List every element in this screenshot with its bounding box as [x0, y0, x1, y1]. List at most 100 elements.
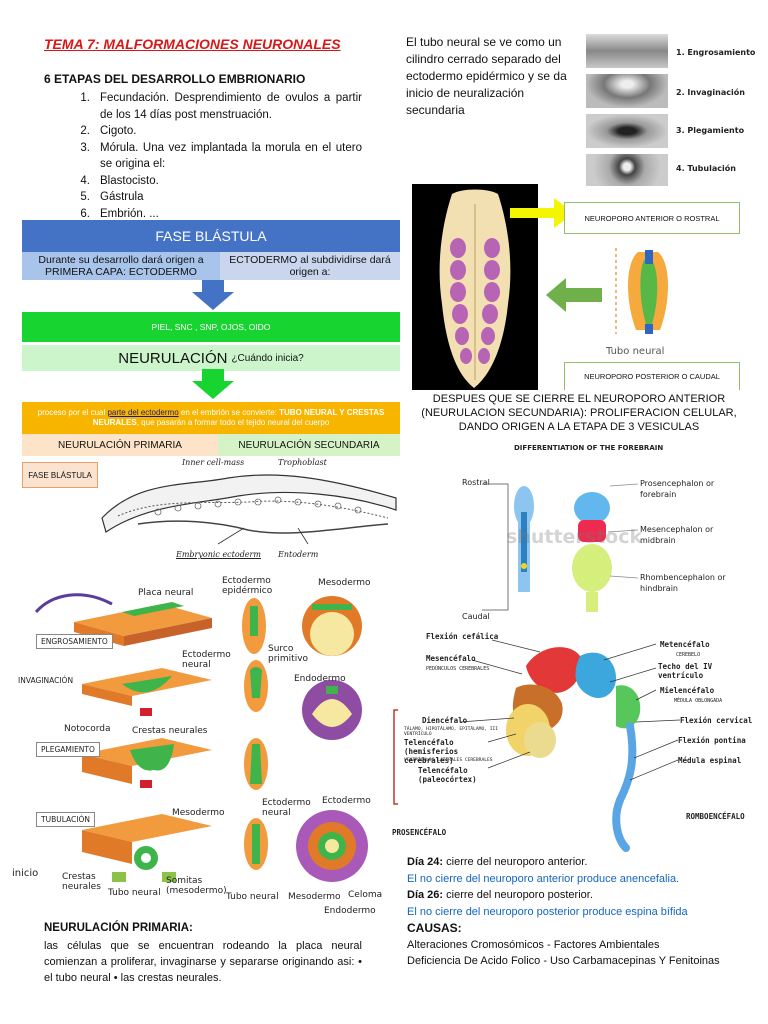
notocorda-label: Notocorda	[64, 724, 111, 734]
step-label: 1. Engrosamiento	[676, 48, 756, 57]
caudal-label: Caudal	[462, 612, 490, 621]
brain-figure: Flexión cefálica Mesencéfalo PEDÚNCULOS …	[390, 630, 754, 852]
neural-tube-drawing	[615, 248, 668, 334]
green-bar: PIEL, SNC , SNP, OJOS, OIDO	[22, 312, 400, 342]
diencefalo-label: Diencéfalo	[422, 716, 468, 725]
tubo-neural-label: Tubo neural	[108, 888, 161, 898]
romboencefalo-label: ROMBOENCÉFALO	[686, 812, 745, 821]
ectodermo-neural-label: Ectodermo neural	[262, 798, 311, 818]
blastula-tag: FASE BLÁSTULA	[22, 462, 98, 488]
vesicles-heading: DESPUES QUE SE CIERRE EL NEUROPORO ANTER…	[421, 393, 737, 433]
green-arrow-icon	[546, 278, 602, 312]
rostral-label: Rostral	[462, 478, 490, 487]
micrograph-4	[586, 154, 668, 186]
forebrain-figure: DIFFERENTIATION OF THE FOREBRAIN Rostral…	[412, 442, 746, 630]
day-24-line: Día 24: cierre del neuroporo anterior.	[407, 856, 588, 868]
step-label: 2. Invaginación	[676, 88, 745, 97]
telencefalo-sub-label: VENTRÍCULOS LATERALES CEREBRALES	[404, 758, 493, 763]
surco-primitivo-label: Surco primitivo	[268, 644, 309, 664]
prosencefalo-label: PROSENCÉFALO	[392, 828, 447, 837]
list-item: 5.Gástrula	[80, 191, 144, 203]
days-section: Día 24: cierre del neuroporo anterior. E…	[407, 854, 737, 970]
invaginacion-tag: INVAGINACIÓN	[16, 674, 76, 687]
inicio-label: inicio	[12, 868, 39, 879]
day-26-note: El no cierre del neuroporo posterior pro…	[407, 905, 688, 918]
micrograph-1	[586, 34, 668, 68]
neurulation-figure: Placa neural Ectodermo epidérmico Mesode…	[12, 574, 394, 920]
blastula-figure: FASE BLÁSTULA Inner cell-mass Trophoblas…	[22, 458, 400, 564]
blastula-left-box: Durante su desarrollo dará origen a PRIM…	[22, 252, 220, 280]
process-bar: proceso por el cual parte del ectodermo …	[22, 402, 400, 434]
plegamiento-tag: PLEGAMIENTO	[36, 742, 100, 757]
telencefalo-label: Telencéfalo (hemisferios cerebrales)	[404, 738, 459, 765]
celoma-label: Celoma	[348, 890, 383, 900]
blastula-right-box: ECTODERMO al subdividirse dará origen a:	[220, 252, 400, 280]
techo-iv-label: Techo del IV ventrículo	[658, 662, 713, 680]
mielencefalo-sub-label: MÉDULA OBLONGADA	[674, 698, 723, 704]
primaria-box: NEURULACIÓN PRIMARIA	[22, 434, 218, 456]
diencefalo-sub-label: TÁLAMO, HIPOTÁLAMO, EPITÁLAMO, III VENTR…	[404, 727, 499, 737]
down-arrow-icon	[192, 369, 234, 399]
mesencephalon-label: Mesencephalon or midbrain	[640, 525, 714, 545]
flexion-pontina-label: Flexión pontina	[678, 736, 746, 745]
micrograph-2	[586, 74, 668, 108]
endodermo-label: Endodermo	[324, 906, 376, 916]
list-item: 6.Embrión. ...	[80, 207, 159, 220]
ectodermo-epidermico-label: Ectodermo epidérmico	[222, 576, 273, 596]
rhombencephalon-label: Rhombencephalon or hindbrain	[640, 573, 726, 593]
blastula-title-bar: FASE BLÁSTULA	[22, 220, 400, 252]
embryonic-ectoderm-label: Embryonic ectoderm	[176, 550, 261, 559]
metencefalo-label: Metencéfalo	[660, 640, 710, 649]
embryo-drawing	[439, 189, 511, 388]
intro-paragraph: El tubo neural se ve como un cilindro ce…	[406, 35, 567, 117]
somitas-label: Somitas (mesodermo)	[166, 876, 227, 896]
crestas-neurales-label: Crestas neurales	[132, 726, 208, 736]
forebrain-title: DIFFERENTIATION OF THE FOREBRAIN	[514, 444, 664, 452]
posterior-box: NEUROPORO POSTERIOR O CAUDAL	[564, 362, 740, 390]
entoderm-label: Entoderm	[278, 550, 319, 559]
mesodermo-label: Mesodermo	[288, 892, 341, 902]
yellow-arrow-icon	[510, 198, 574, 228]
engrosamiento-tag: ENGROSAMIENTO	[36, 634, 113, 649]
flexion-cefalica-label: Flexión cefálica	[426, 632, 499, 641]
down-arrow-icon	[192, 280, 234, 310]
tubo-neural-label: Tubo neural	[226, 892, 279, 902]
embryo-photo	[412, 184, 538, 390]
neural-tube-figure: NEUROPORO ANTERIOR O ROSTRAL Tubo neural…	[412, 184, 742, 390]
metencefalo-sub-label: CEREBELO	[676, 652, 701, 658]
forebrain-drawing	[482, 483, 639, 612]
causes-heading: CAUSAS:	[407, 921, 462, 935]
mesencefalo-label: Mesencéfalo	[426, 654, 476, 663]
list-item: 4.Blastocisto.	[80, 174, 159, 187]
list-item: 2.Cigoto.	[80, 125, 137, 137]
tubo-neural-label: Tubo neural	[606, 346, 665, 357]
page-title: TEMA 7: MALFORMACIONES NEURONALES	[44, 36, 341, 52]
anterior-box: NEUROPORO ANTERIOR O ROSTRAL	[564, 202, 740, 234]
stages-heading: 6 ETAPAS DEL DESARROLLO EMBRIONARIO	[44, 72, 306, 86]
tubulacion-tag: TUBULACIÓN	[36, 812, 96, 827]
causes-line: Deficiencia De Acido Folico - Uso Carbam…	[407, 955, 720, 967]
step-label: 3. Plegamiento	[676, 126, 745, 135]
trophoblast-label: Trophoblast	[278, 458, 327, 467]
micrograph-3	[586, 114, 668, 148]
step-label: 4. Tubulación	[676, 164, 736, 173]
stages-list: 1.Fecundación. Desprendimiento de ovulos…	[44, 90, 362, 222]
mielencefalo-label: Mielencéfalo	[660, 686, 715, 695]
neurulacion-bar: NEURULACIÓN ¿Cuándo inicia?	[22, 345, 400, 371]
secundaria-box: NEURULACIÓN SECUNDARIA	[218, 434, 400, 456]
medula-espinal-label: Médula espinal	[678, 756, 742, 765]
primary-text: las células que se encuentran rodeando l…	[44, 940, 362, 984]
blastula-drawing	[101, 474, 397, 545]
causes-line: Alteraciones Cromosómicos - Factores Amb…	[407, 938, 660, 951]
pedunculos-label: PEDÚNCULOS CEREBRALES	[426, 666, 490, 672]
watermark: shutterstock	[506, 526, 643, 548]
brain-drawing	[393, 639, 681, 852]
day-26-line: Día 26: cierre del neuroporo posterior.	[407, 889, 593, 901]
inner-cell-mass-label: Inner cell-mass	[182, 458, 245, 467]
primary-heading: NEURULACIÓN PRIMARIA:	[44, 922, 193, 934]
day-24-note: El no cierre del neuroporo anterior prod…	[407, 872, 680, 885]
ectodermo-neural-label: Ectodermo neural	[182, 650, 231, 670]
steps-micrographs: 1. Engrosamiento 2. Invaginación 3. Pleg…	[586, 34, 756, 186]
mesodermo-label: Mesodermo	[172, 808, 225, 818]
mesodermo-label: Mesodermo	[318, 578, 371, 588]
